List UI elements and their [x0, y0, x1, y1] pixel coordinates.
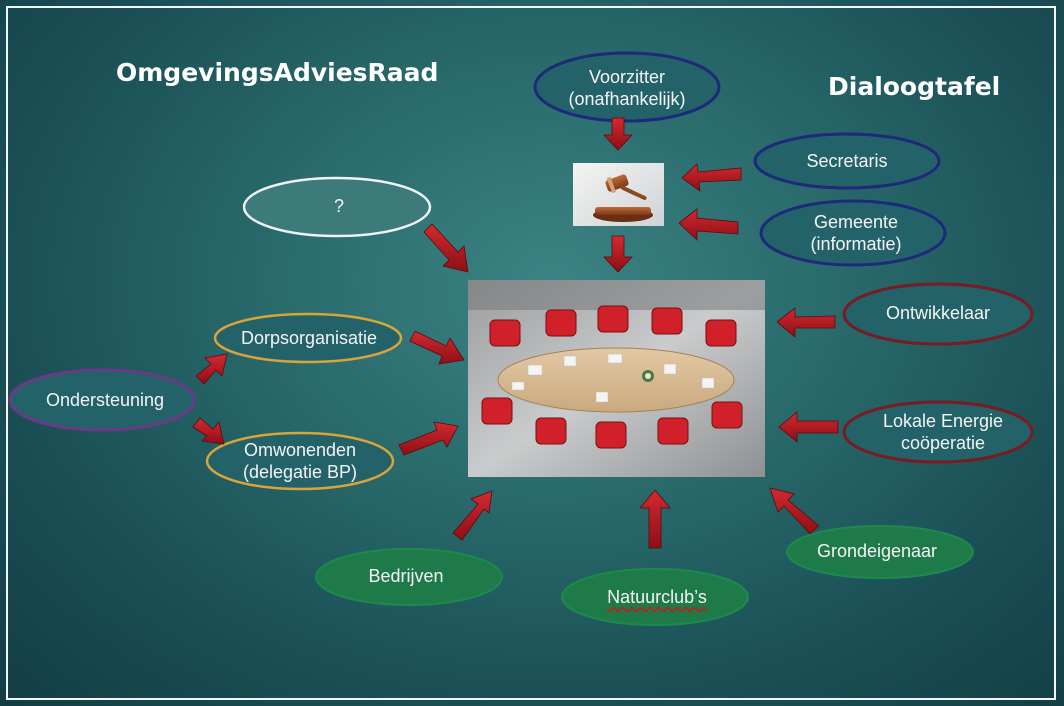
gemeente-line1: Gemeente	[813, 212, 899, 232]
arrow-omwonenden	[398, 421, 459, 456]
arrow-bedrijven	[452, 490, 493, 541]
dorpsorganisatie-line1: Dorpsorganisatie	[240, 328, 378, 348]
omwonenden-label: Omwonenden (delegatie BP)	[243, 439, 357, 483]
arrow-grondeigenaar	[769, 487, 820, 535]
arrow-dorpsorganisatie	[409, 330, 465, 365]
voorzitter-line2: (onafhankelijk)	[568, 89, 686, 109]
ontwikkelaar-line1: Ontwikkelaar	[885, 303, 991, 323]
ondersteuning-label: Ondersteuning	[46, 389, 164, 411]
gemeente-label: Gemeente (informatie)	[810, 211, 901, 255]
ontwikkelaar-oval	[842, 282, 1034, 346]
bedrijven-oval	[315, 548, 503, 606]
slide-frame	[6, 6, 1056, 700]
bedrijven-line1: Bedrijven	[368, 566, 444, 586]
arrow-ontwikkelaar	[776, 307, 836, 338]
gemeente-line2: (informatie)	[810, 234, 902, 254]
omwonenden-line1: Omwonenden	[243, 440, 357, 460]
arrow-gavel-table	[603, 235, 633, 273]
question-label: ?	[334, 195, 344, 217]
natuurclubs-label: Natuurclub’s	[607, 586, 707, 608]
voorzitter-label: Voorzitter (onafhankelijk)	[568, 66, 685, 110]
arrow-gemeente	[678, 208, 739, 241]
omwonenden-line2: (delegatie BP)	[242, 462, 358, 482]
lokale-energie-line2: coöperatie	[900, 433, 986, 453]
arrow-voorzitter	[603, 117, 633, 151]
grondeigenaar-oval	[786, 525, 974, 579]
secretaris-line1: Secretaris	[806, 151, 888, 171]
dorpsorganisatie-label: Dorpsorganisatie	[241, 327, 377, 349]
natuurclubs-oval	[561, 568, 749, 626]
grondeigenaar-line1: Grondeigenaar	[816, 541, 938, 561]
grondeigenaar-label: Grondeigenaar	[817, 540, 937, 562]
gavel-icon	[573, 163, 664, 226]
arrow-natuurclubs	[639, 489, 671, 549]
meeting-table-image	[468, 280, 765, 477]
question-line1: ?	[333, 196, 345, 216]
ontwikkelaar-label: Ontwikkelaar	[886, 302, 990, 324]
question-oval	[242, 176, 432, 238]
voorzitter-oval	[533, 51, 721, 123]
arrow-question	[423, 223, 469, 273]
voorzitter-line1: Voorzitter	[588, 67, 666, 87]
arrow-ondersteuning-omwonenden	[192, 417, 225, 445]
arrow-lokale-energie	[778, 411, 839, 443]
ondersteuning-line1: Ondersteuning	[45, 390, 165, 410]
dorpsorganisatie-oval	[213, 312, 403, 364]
secretaris-oval	[753, 132, 941, 190]
lokale-energie-line1: Lokale Energie	[882, 411, 1004, 431]
gemeente-oval	[759, 199, 947, 267]
omwonenden-oval	[205, 431, 395, 491]
title-dialoogtafel: Dialoogtafel	[828, 72, 1001, 101]
lokale-energie-oval	[842, 400, 1034, 464]
title-omgevingsadviesraad: OmgevingsAdviesRaad	[116, 58, 439, 87]
natuurclubs-line1: Natuurclub’s	[607, 587, 707, 607]
bedrijven-label: Bedrijven	[368, 565, 443, 587]
arrow-ondersteuning-dorp	[195, 353, 228, 385]
lokale-energie-label: Lokale Energie coöperatie	[883, 410, 1003, 454]
ondersteuning-oval	[8, 368, 196, 432]
arrow-secretaris	[681, 163, 742, 192]
secretaris-label: Secretaris	[806, 150, 887, 172]
